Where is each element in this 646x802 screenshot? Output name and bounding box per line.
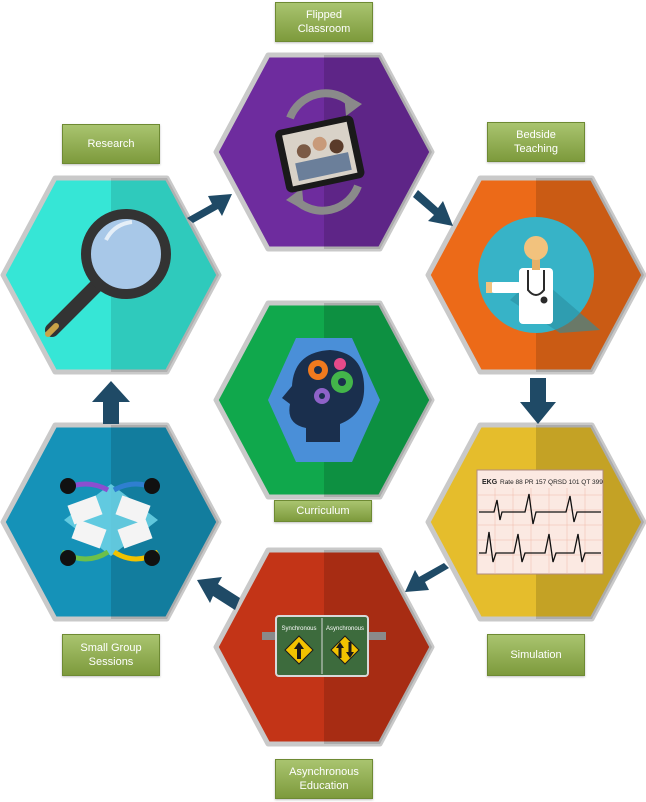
arrow-research-to-flipped: [187, 194, 232, 223]
tablet-icon: [275, 89, 365, 215]
ekg-header-left: EKG: [482, 479, 498, 486]
label-research: Research: [62, 124, 160, 164]
doctor-icon: [478, 217, 600, 333]
label-flipped-classroom: Flipped Classroom: [275, 2, 373, 42]
magnifying-glass-icon: [45, 209, 171, 337]
arrow-flipped-to-bedside: [413, 190, 453, 226]
label-bedside-teaching: Bedside Teaching: [487, 122, 585, 162]
sign-right-label: Asynchronous: [326, 626, 364, 632]
arrow-simulation-to-async: [405, 563, 449, 592]
sync-async-sign-icon: Synchronous Asynchronous: [262, 615, 386, 677]
sign-left-label: Synchronous: [281, 626, 316, 632]
arrow-bedside-to-simulation: [520, 378, 556, 424]
label-simulation: Simulation: [487, 634, 585, 676]
meeting-table-icon: [60, 478, 160, 566]
brain-gears-icon: [268, 338, 380, 462]
label-asynchronous-education: Asynchronous Education: [275, 759, 373, 799]
arrow-small-group-to-research: [92, 381, 130, 424]
label-small-group-sessions: Small Group Sessions: [62, 634, 160, 676]
arrow-async-to-small-group: [197, 577, 240, 610]
ekg-strip-icon: EKG Rate 88 PR 157 QRSD 101 QT 399: [476, 469, 604, 575]
ekg-header-right: Rate 88 PR 157 QRSD 101 QT 399: [500, 479, 603, 486]
label-curriculum: Curriculum: [274, 500, 372, 522]
